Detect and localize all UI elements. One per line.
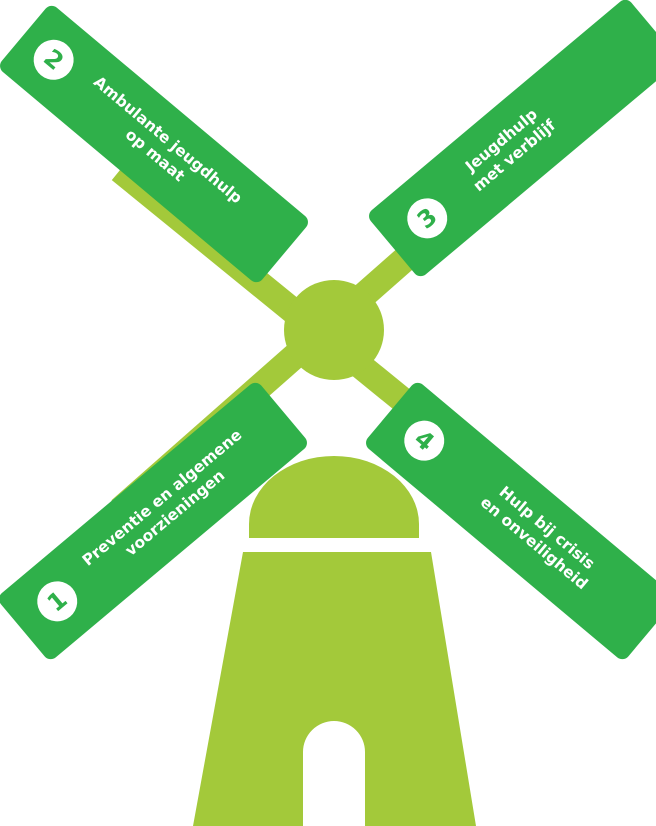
blade-2[interactable]: 2 Ambulante jeugdhulp op maat	[0, 3, 311, 286]
windmill-hub	[284, 280, 384, 380]
blade-3[interactable]: 3 Jeugdhulp met verblijf	[366, 0, 656, 279]
windmill-tower	[193, 552, 476, 826]
